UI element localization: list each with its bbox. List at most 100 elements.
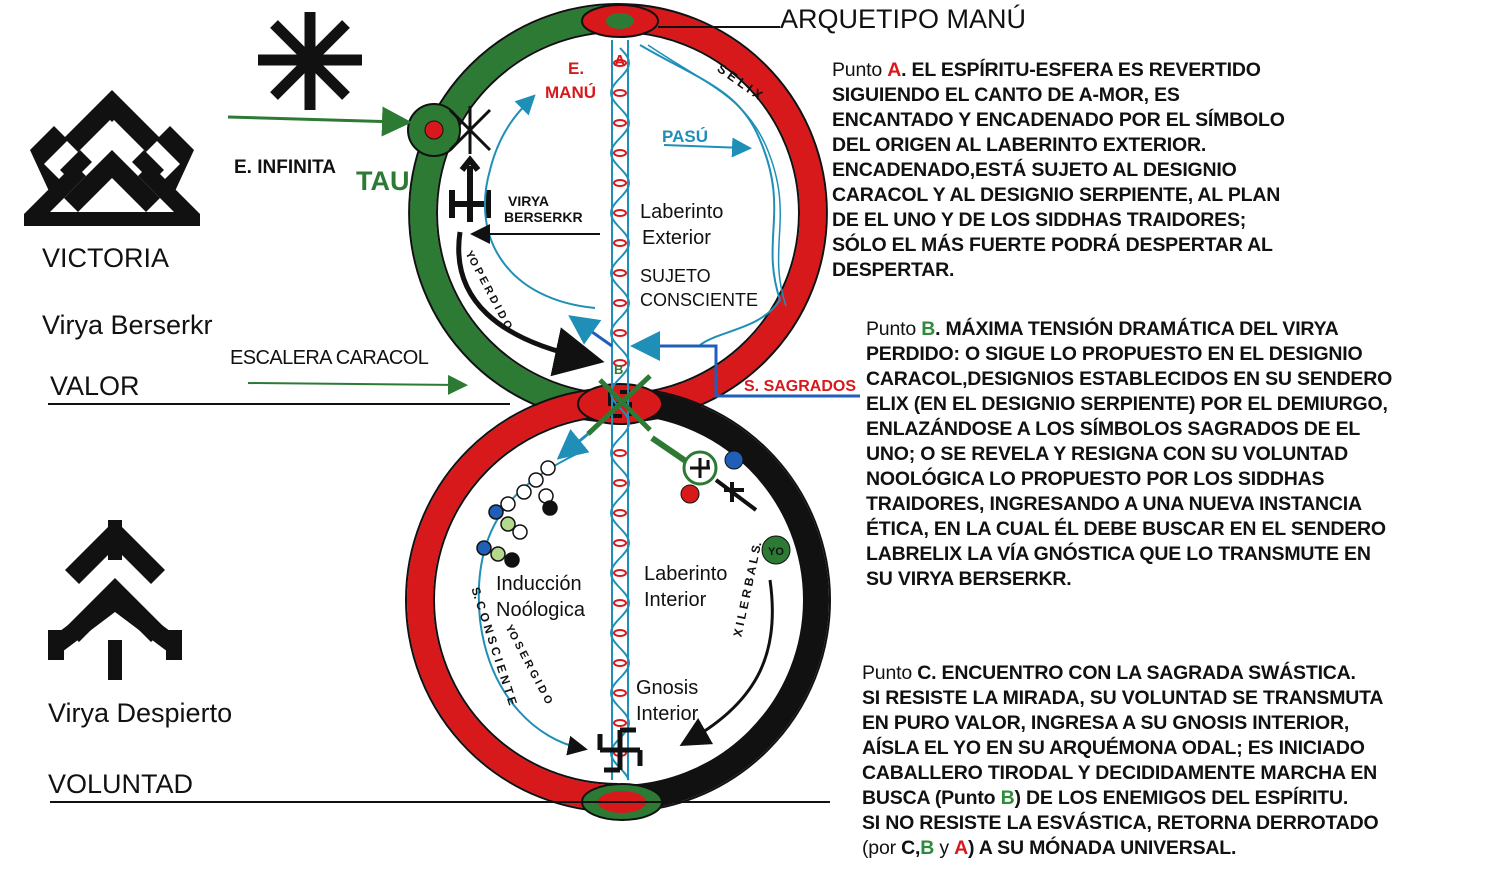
- punto-c-por-y: y: [934, 837, 955, 859]
- virya-label-1: VIRYA: [508, 193, 549, 209]
- punto-a-line: CARACOL Y AL DESIGNIO SERPIENTE, AL PLAN: [832, 184, 1281, 206]
- punto-c-busca-2: ) DE LOS ENEMIGOS DEL ESPÍRITU.: [1014, 787, 1349, 809]
- punto-b-line: NOOLÓGICA LO PROPUESTO POR LOS SIDDHAS: [866, 468, 1325, 490]
- punto-c-por-a: A: [954, 837, 968, 859]
- escalera-arrow: [247, 374, 468, 395]
- punto-b-line: CARACOL,DESIGNIOS ESTABLECIDOS EN SU SEN…: [866, 368, 1393, 390]
- bead-cluster: [476, 460, 558, 568]
- bead: [504, 552, 520, 568]
- punto-a-line: DEL ORIGEN AL LABERINTO EXTERIOR.: [832, 134, 1207, 156]
- upper-ring: [408, 3, 828, 423]
- e-infinita-arrow: [227, 106, 412, 137]
- punto-b-letter: B: [921, 318, 936, 340]
- punto-c-busca-b: B: [1000, 787, 1015, 809]
- punto-c-line: . ENCUENTRO CON LA SAGRADA SWÁSTICA.: [931, 662, 1356, 684]
- punto-c-line: AÍSLA EL YO EN SU ARQUÉMONA ODAL; ES INI…: [862, 737, 1365, 759]
- bead: [488, 504, 504, 520]
- s-sagrados-connector: [630, 331, 860, 398]
- diag-lower-right: [650, 435, 692, 467]
- punto-b-prefix: Punto: [866, 318, 922, 340]
- yo-perdido-arrow: [456, 231, 605, 377]
- punto-c-line: SI NO RESISTE LA ESVÁSTICA, RETORNA DERR…: [862, 812, 1379, 834]
- helix-ring: [613, 269, 627, 277]
- yo-badge-label: YO: [768, 546, 784, 558]
- helix-ring: [613, 479, 627, 487]
- helix-ring: [613, 539, 627, 547]
- punto-c-por-b: B: [920, 837, 935, 859]
- helix-ring: [613, 689, 627, 697]
- yo-badge: [761, 535, 791, 565]
- point-b-mark: B: [614, 362, 623, 377]
- bead: [540, 460, 556, 476]
- bead: [476, 540, 492, 556]
- helix-ring: [613, 179, 627, 187]
- helix-ring: [613, 209, 627, 217]
- punto-a-paragraph: Punto A. EL ESPÍRITU-ESFERA ES REVERTIDO…: [832, 58, 1285, 283]
- bead: [500, 516, 516, 532]
- arquetipo-node: [581, 4, 659, 38]
- virya-label-2: BERSERKR: [504, 209, 583, 225]
- pasu-label: PASÚ: [662, 127, 708, 146]
- laberinto-interior-2: Interior: [644, 589, 707, 611]
- punto-a-line: ENCADENADO,ESTÁ SUJETO AL DESIGNIO: [832, 159, 1237, 181]
- punto-c-por-comma: ,: [915, 837, 921, 859]
- punto-b-line: TRAIDORES, INGRESANDO A UNA NUEVA INSTAN…: [866, 493, 1362, 515]
- punto-a-line: ENCANTADO Y ENCADENADO POR EL SÍMBOLO: [832, 109, 1285, 131]
- star-rune-icon: [258, 12, 362, 110]
- helix-ring: [613, 149, 627, 157]
- laberinto-exterior-1: Laberinto: [640, 201, 723, 223]
- laberinto-exterior-2: Exterior: [642, 227, 711, 249]
- helix: [609, 47, 631, 781]
- punto-a-prefix: Punto: [832, 59, 888, 81]
- punto-b-paragraph: Punto B. MÁXIMA TENSIÓN DRAMÁTICA DEL VI…: [866, 317, 1392, 592]
- e-infinita-label: E. INFINITA: [234, 157, 336, 178]
- helix-ring: [613, 449, 627, 457]
- b-arrow: [568, 315, 613, 348]
- victoria-label: VICTORIA: [42, 243, 170, 273]
- helix-ring: [613, 329, 627, 337]
- victoria-rune-icon: [24, 90, 200, 226]
- diag-lower-left: [556, 428, 590, 460]
- punto-a-line: SÓLO EL MÁS FUERTE PODRÁ DESPERTAR AL: [832, 234, 1273, 256]
- x-rune-icon: [448, 106, 492, 154]
- trident-rune-icon: [449, 155, 491, 222]
- punto-b-line: ENLAZÁNDOSE A LOS SÍMBOLOS SAGRADOS DE E…: [866, 418, 1361, 440]
- gnosis-label-2: Interior: [636, 703, 699, 725]
- xilerbal-label: X I L E R B A L S.: [731, 541, 765, 638]
- despierto-rune-icon: [48, 520, 182, 680]
- punto-b-line: UNO; O SE REVELA Y RESIGNA CON SU VOLUNT…: [866, 443, 1349, 465]
- page-title: ARQUETIPO MANÚ: [780, 4, 1027, 34]
- punto-c-por-c: C: [901, 837, 915, 859]
- tau-node: [407, 103, 461, 157]
- sujeto-label-2: CONSCIENTE: [640, 290, 758, 310]
- e-manu-label-2: MANÚ: [545, 83, 596, 102]
- bead: [500, 496, 516, 512]
- helix-ring: [613, 359, 627, 367]
- helix-ring: [613, 659, 627, 667]
- punto-a-line: DE EL UNO Y DE LOS SIDDHAS TRAIDORES;: [832, 209, 1247, 231]
- punto-a-line: SIGUIENDO EL CANTO DE A-MOR, ES: [832, 84, 1180, 106]
- induccion-label-2: Noólogica: [496, 599, 586, 621]
- punto-b-line: PERDIDO: O SIGUE LO PROPUESTO EN EL DESI…: [866, 343, 1363, 365]
- punto-b-line: . MÁXIMA TENSIÓN DRAMÁTICA DEL VIRYA: [935, 318, 1339, 340]
- pasu-arrow: [663, 137, 752, 158]
- punto-c-line: SI RESISTE LA MIRADA, SU VOLUNTAD SE TRA…: [862, 687, 1384, 709]
- virya-berserkr-label: Virya Berserkr: [42, 310, 213, 340]
- laberinto-interior-1: Laberinto: [644, 563, 727, 585]
- punto-c-prefix: Punto: [862, 662, 918, 684]
- helix-ring: [613, 239, 627, 247]
- helix-ring: [613, 569, 627, 577]
- punto-b-line: LABRELIX LA VÍA GNÓSTICA QUE LO TRANSMUT…: [866, 543, 1371, 565]
- gnosis-label-1: Gnosis: [636, 677, 698, 699]
- punto-a-letter: A: [887, 59, 902, 81]
- punto-b-line: ELIX (EN EL DESIGNIO SERPIENTE) POR EL D…: [866, 393, 1388, 415]
- selix-wave-2: [647, 44, 787, 307]
- bead: [512, 524, 528, 540]
- punto-b-line: ÉTICA, EN LA CUAL ÉL DEBE BUSCAR EN EL S…: [866, 518, 1386, 540]
- helix-ring: [613, 599, 627, 607]
- punto-c-paragraph: Punto C . ENCUENTRO CON LA SAGRADA SWÁSTI…: [862, 661, 1383, 861]
- cross-circle-icon: [680, 450, 758, 512]
- virya-despierto-label: Virya Despierto: [48, 698, 233, 728]
- helix-ring: [613, 719, 627, 727]
